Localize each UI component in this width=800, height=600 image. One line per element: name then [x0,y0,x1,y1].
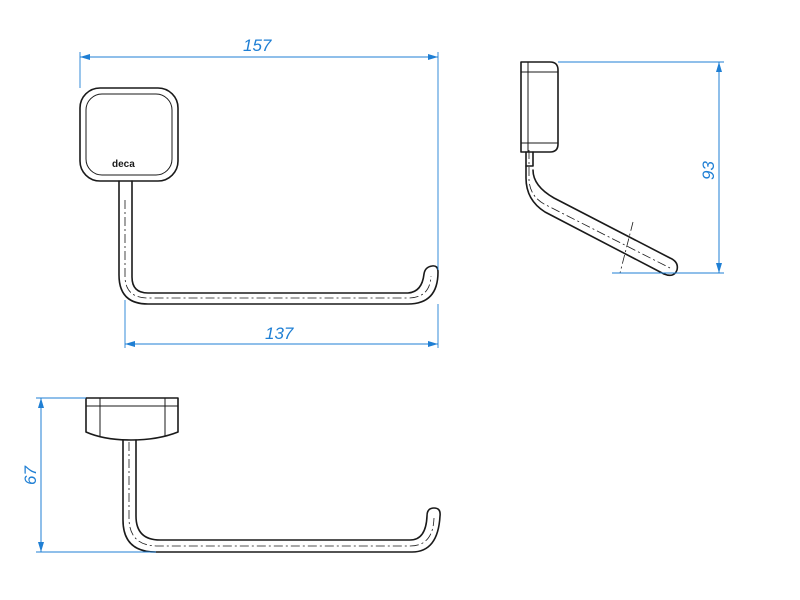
dim-157-label: 157 [243,36,272,55]
bottom-view: 67 [21,397,441,553]
dim-67-label: 67 [21,466,40,485]
front-arm [118,180,439,305]
side-arm [525,165,679,277]
dim-67-arrow-top [38,398,44,408]
dim-157-arrow-left [80,54,90,60]
bottom-centerline [128,442,435,547]
dim-93-arrow-bottom [716,263,722,273]
side-view: 93 [520,61,724,277]
side-section-mark [619,221,634,274]
front-view: deca 157 137 [79,36,439,348]
dim-137-arrow-right [428,341,438,347]
dim-137-label: 137 [265,324,294,343]
dim-137-arrow-left [125,341,135,347]
side-wall-plate [520,61,559,153]
dim-157-arrow-right [428,54,438,60]
brand-logo: deca [112,159,135,170]
front-centerline [124,200,432,299]
bottom-arm [122,439,441,553]
dim-93-arrow-top [716,62,722,72]
bottom-wall-plate [85,397,179,441]
front-wall-plate [79,87,179,182]
dim-67-arrow-bottom [38,542,44,552]
side-neck [525,151,534,167]
front-wall-plate-inner [85,93,173,176]
dim-93-label: 93 [699,161,718,180]
side-centerline [528,150,671,269]
